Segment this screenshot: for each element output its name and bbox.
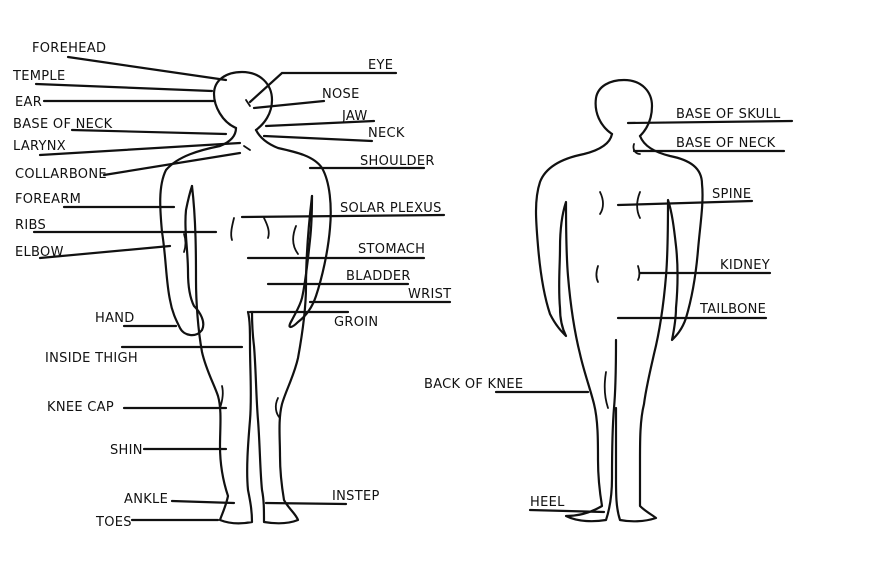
label-eye: EYE xyxy=(368,58,393,73)
label-elbow: ELBOW xyxy=(15,245,64,260)
front-chest-detail-2 xyxy=(263,217,270,239)
front-left-leg-outline xyxy=(190,184,254,525)
label-instep: INSTEP xyxy=(332,489,380,504)
label-ear: EAR xyxy=(15,95,42,110)
front-body-outline xyxy=(159,126,238,337)
label-collarbone: COLLARBONE xyxy=(15,167,107,182)
label-base-of-neck: BASE OF NECK xyxy=(13,117,113,132)
label-groin: GROIN xyxy=(334,315,378,330)
label-neck: NECK xyxy=(368,126,405,141)
back-labels: BASE OF SKULL BASE OF NECK SPINE KIDNEY … xyxy=(424,107,781,510)
label-stomach: STOMACH xyxy=(358,242,425,257)
leader-elbow xyxy=(38,244,172,260)
leader-spine xyxy=(616,199,754,207)
leader-instep xyxy=(264,501,348,506)
label-solar-plexus: SOLAR PLEXUS xyxy=(340,201,442,216)
label-kidney: KIDNEY xyxy=(720,258,770,273)
front-neck-detail xyxy=(243,145,251,151)
leader-heel xyxy=(528,508,606,514)
leader-larynx xyxy=(38,141,242,157)
leader-base-of-skull xyxy=(626,119,794,125)
label-ribs: RIBS xyxy=(15,218,46,233)
front-leader-lines xyxy=(32,55,452,522)
label-inside-thigh: INSIDE THIGH xyxy=(45,351,138,366)
leader-base-of-neck xyxy=(70,128,228,136)
label-forearm: FOREARM xyxy=(15,192,81,207)
label-nose: NOSE xyxy=(322,87,360,102)
leader-forehead xyxy=(66,55,228,82)
back-figure xyxy=(534,78,704,523)
label-base-of-skull: BASE OF SKULL xyxy=(676,107,781,122)
leader-solar-plexus xyxy=(240,213,446,219)
label-back-base-of-neck: BASE OF NECK xyxy=(676,136,776,151)
label-forehead: FOREHEAD xyxy=(32,41,106,56)
back-kidney-detail xyxy=(595,265,599,283)
label-jaw: JAW xyxy=(341,109,368,124)
label-ankle: ANKLE xyxy=(124,492,168,507)
front-head-outline xyxy=(212,70,274,132)
label-spine: SPINE xyxy=(712,187,751,202)
back-spine-detail-2 xyxy=(636,191,641,219)
label-toes: TOES xyxy=(95,515,132,530)
leader-temple xyxy=(34,82,214,93)
label-shoulder: SHOULDER xyxy=(360,154,435,169)
leader-jaw xyxy=(264,119,376,128)
front-right-leg-outline xyxy=(250,194,314,525)
front-arm-detail-2 xyxy=(183,233,187,253)
front-chest-detail xyxy=(230,217,235,241)
front-labels: FOREHEAD TEMPLE EAR BASE OF NECK LARYNX … xyxy=(12,41,451,530)
front-knee-detail xyxy=(219,385,224,409)
label-hand: HAND xyxy=(95,311,135,326)
label-tailbone: TAILBONE xyxy=(699,302,766,317)
back-leader-lines xyxy=(494,119,794,514)
back-neck-detail xyxy=(632,143,641,155)
leader-ankle xyxy=(170,499,236,505)
label-temple: TEMPLE xyxy=(12,69,65,84)
label-bladder: BLADDER xyxy=(346,269,411,284)
front-eye-detail xyxy=(245,99,251,107)
label-wrist: WRIST xyxy=(408,287,451,302)
back-head-outline xyxy=(594,78,654,138)
front-arm-detail xyxy=(292,225,299,255)
label-shin: SHIN xyxy=(110,443,143,458)
label-back-of-knee: BACK OF KNEE xyxy=(424,377,523,392)
leader-collarbone xyxy=(102,151,242,177)
back-spine-detail xyxy=(599,191,604,215)
label-knee-cap: KNEE CAP xyxy=(47,400,114,415)
back-knee-detail xyxy=(603,371,609,409)
front-knee-detail-2 xyxy=(274,397,281,419)
front-figure xyxy=(159,70,332,525)
leader-eye xyxy=(248,71,398,104)
label-heel: HEEL xyxy=(530,495,565,510)
label-larynx: LARYNX xyxy=(13,139,66,154)
back-body-left-outline xyxy=(534,132,618,523)
back-body-right-outline xyxy=(614,134,704,523)
leader-neck xyxy=(262,134,374,143)
leader-nose xyxy=(252,99,326,110)
